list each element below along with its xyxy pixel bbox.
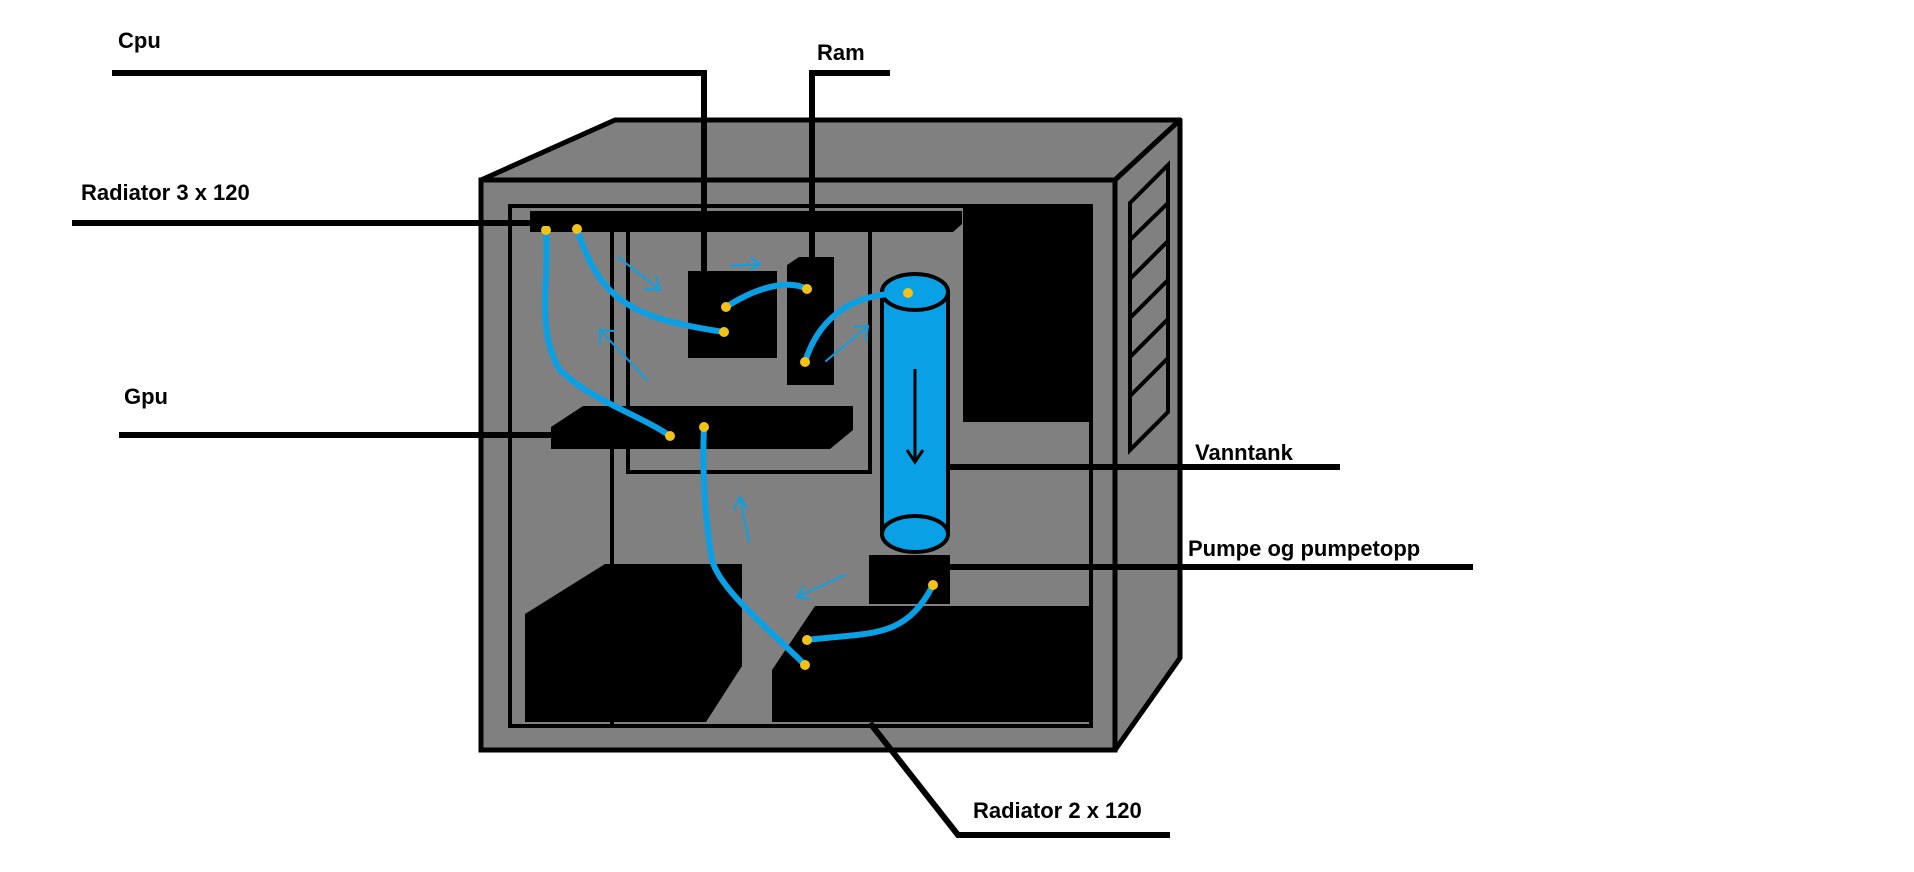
cpu-leader (112, 70, 707, 273)
fitting (572, 224, 582, 234)
vanntank-label: Vanntank (1195, 440, 1294, 465)
fittings (541, 224, 938, 670)
fitting (800, 357, 810, 367)
radiator-top (530, 211, 962, 232)
ram-leader (809, 70, 890, 259)
drive-cage (963, 206, 1093, 422)
radiator-top-label: Radiator 3 x 120 (81, 180, 250, 205)
gpu-label: Gpu (124, 384, 168, 409)
flow-arrows (599, 256, 870, 600)
pump-label: Pumpe og pumpetopp (1188, 536, 1420, 561)
fitting (903, 288, 913, 298)
fitting (800, 660, 810, 670)
ram-label: Ram (817, 40, 865, 65)
pump-block (869, 555, 950, 604)
radiator-bottom-leader (867, 721, 1170, 838)
fitting (699, 422, 709, 432)
fitting (802, 635, 812, 645)
side-vent (1128, 160, 1170, 455)
tube-gpu-to-radiator (542, 227, 673, 439)
fitting (665, 431, 675, 441)
radiator-bottom-label: Radiator 2 x 120 (973, 798, 1142, 823)
leader-lines (72, 70, 1473, 838)
tube-radiator-to-cpu (574, 226, 727, 335)
fitting (802, 284, 812, 294)
fitting (719, 327, 729, 337)
flow-arrow (795, 574, 846, 600)
tube-radiator-to-gpu (700, 424, 808, 668)
fitting (928, 580, 938, 590)
radiator-bottom (772, 606, 1093, 722)
fitting (541, 225, 551, 235)
tube-pump-to-radiator (804, 582, 936, 643)
psu-block (525, 564, 742, 722)
flow-arrow (730, 257, 762, 271)
case-top (478, 117, 1183, 183)
flow-arrow (617, 256, 662, 292)
tube-cpu-to-ram (723, 281, 810, 310)
flow-arrow (599, 328, 648, 381)
flow-arrow (825, 324, 870, 362)
flow-arrow (733, 494, 750, 543)
fitting (721, 302, 731, 312)
tubing (542, 226, 936, 668)
cpu-block (688, 271, 777, 358)
motherboard-outline (626, 228, 872, 474)
cpu-label: Cpu (118, 28, 161, 53)
reservoir (880, 272, 950, 554)
tube-ram-to-reservoir (802, 289, 911, 365)
